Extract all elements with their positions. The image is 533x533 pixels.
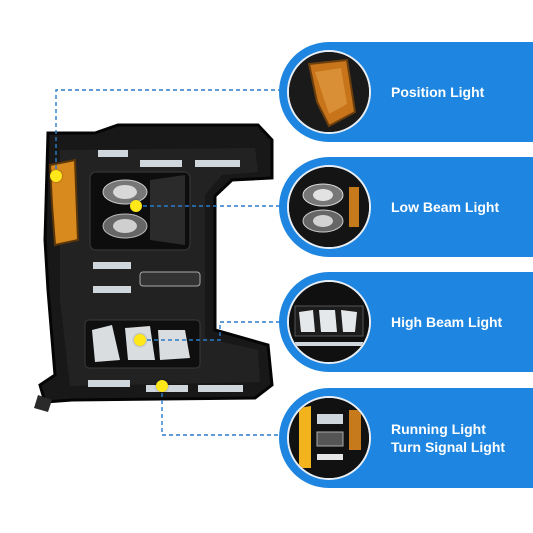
running-light-label: Running Light [391, 421, 486, 437]
marker-running [156, 380, 168, 392]
running-light-thumbnail [287, 396, 371, 480]
low-beam-label: Low Beam Light [391, 199, 500, 215]
connector-running [161, 386, 300, 436]
connector-position [55, 89, 300, 176]
callout-high-beam-light: High Beam Light [279, 272, 533, 372]
marker-low-beam [130, 200, 142, 212]
low-beam-thumbnail [287, 165, 371, 249]
high-beam-label: High Beam Light [391, 314, 503, 330]
callout-position-light: Position Light [279, 42, 533, 142]
callout-running-turn-signal-light: Running Light Turn Signal Light [279, 388, 533, 488]
callout-low-beam-light: Low Beam Light [279, 157, 533, 257]
position-light-thumbnail [287, 50, 371, 134]
turn-signal-light-label: Turn Signal Light [391, 439, 506, 455]
marker-high-beam [134, 334, 146, 346]
high-beam-thumbnail [287, 280, 371, 364]
position-light-label: Position Light [391, 84, 485, 100]
marker-position [50, 170, 62, 182]
